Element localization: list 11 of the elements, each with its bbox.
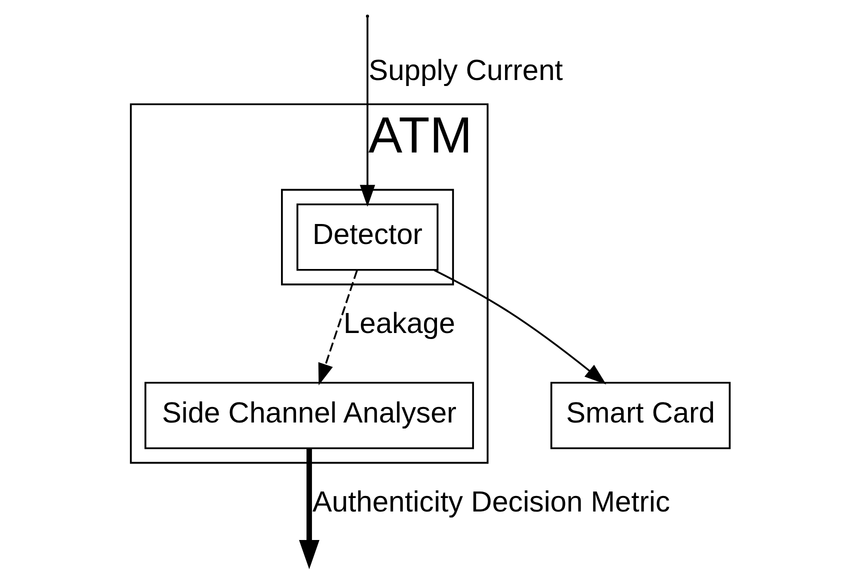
- node-box: Smart Card: [550, 382, 730, 450]
- edge-label: Leakage: [342, 308, 455, 340]
- node-box: Detector: [296, 203, 438, 271]
- cluster: [280, 188, 454, 286]
- edge-label: Authenticity Decision Metric: [312, 486, 670, 519]
- edge-label: Supply Current: [368, 55, 562, 88]
- arrow: [433, 269, 606, 384]
- arrow: [359, 17, 375, 207]
- arrow: [298, 448, 319, 570]
- arrow: [318, 270, 358, 386]
- node-box: Side Channel Analyser: [144, 382, 474, 450]
